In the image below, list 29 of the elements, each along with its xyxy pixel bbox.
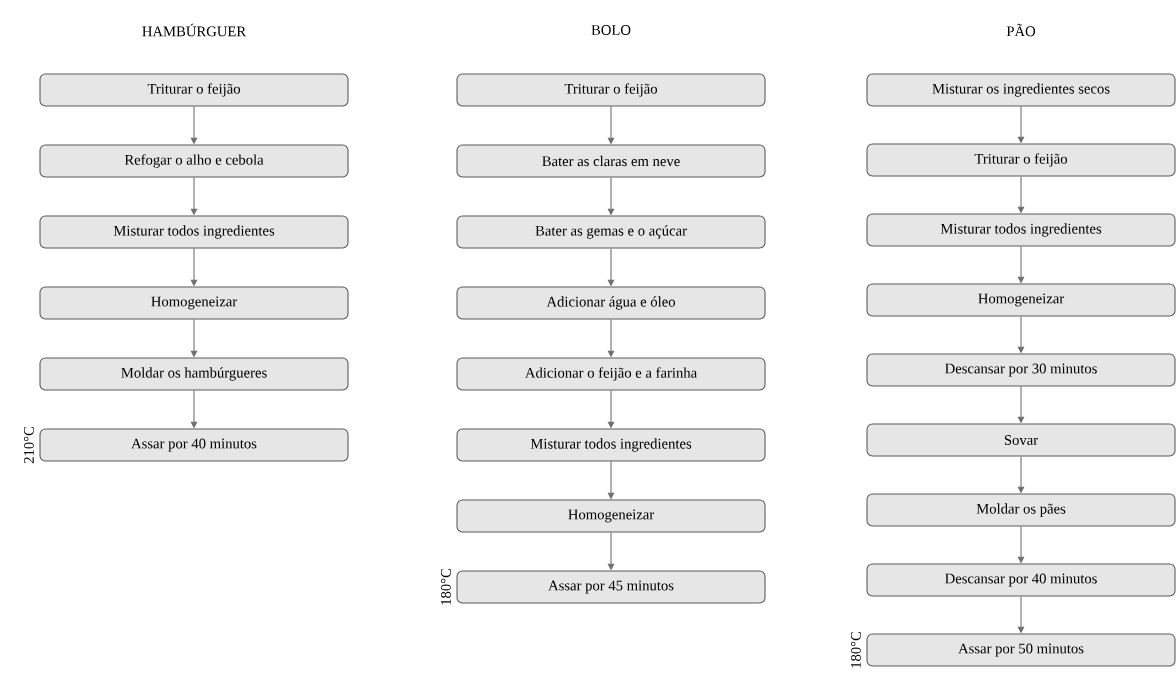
process-box: Descansar por 40 minutos: [866, 563, 1176, 597]
process-box: Assar por 40 minutos: [39, 428, 349, 462]
temperature-label: 180°C: [851, 632, 861, 668]
process-box: Descansar por 30 minutos: [866, 353, 1176, 387]
column-heading: HAMBÚRGUER: [142, 23, 247, 37]
process-box: Triturar o feijão: [456, 73, 766, 107]
column-heading: BOLO: [591, 25, 631, 35]
temperature-label: 210°C: [24, 427, 34, 464]
process-box: Assar por 50 minutos: [866, 633, 1176, 667]
process-box: Refogar o alho e cebola: [39, 144, 349, 178]
process-box: Bater as gemas e o açúcar: [456, 215, 766, 249]
process-box: Sovar: [866, 423, 1176, 457]
process-box: Misturar todos ingredientes: [866, 213, 1176, 247]
process-box: Homogeneizar: [866, 283, 1176, 317]
process-box: Misturar todos ingredientes: [39, 215, 349, 249]
process-box: Misturar todos ingredientes: [456, 428, 766, 462]
temperature-label: 180°C: [441, 569, 451, 605]
process-box: Adicionar o feijão e a farinha: [456, 357, 766, 391]
process-box: Moldar os pães: [866, 493, 1176, 527]
process-box: Homogeneizar: [39, 286, 349, 320]
process-box: Moldar os hambúrgueres: [39, 357, 349, 391]
process-box: Adicionar água e óleo: [456, 286, 766, 320]
process-box: Bater as claras em neve: [456, 144, 766, 178]
process-box: Triturar o feijão: [866, 143, 1176, 177]
column-heading: PÃO: [1006, 23, 1036, 37]
process-box: Misturar os ingredientes secos: [866, 73, 1176, 107]
process-box: Assar por 45 minutos: [456, 570, 766, 604]
process-box: Homogeneizar: [456, 499, 766, 533]
process-box: Triturar o feijão: [39, 73, 349, 107]
